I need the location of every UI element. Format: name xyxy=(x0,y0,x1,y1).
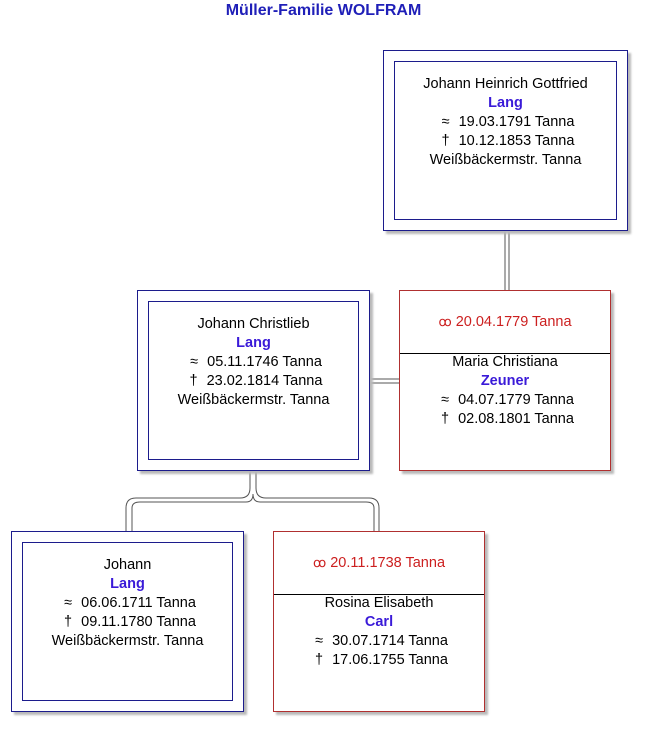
page-title: Müller-Familie WOLFRAM xyxy=(225,2,422,19)
surname: Lang xyxy=(488,95,523,111)
surname: Carl xyxy=(364,614,394,630)
death-date: 17.06.1755 Tanna xyxy=(332,652,448,668)
birth-date: 30.07.1714 Tanna xyxy=(332,633,448,649)
person-box-inner-frame xyxy=(148,301,359,460)
birth-icon: ≈ xyxy=(64,595,73,611)
death-date: 02.08.1801 Tanna xyxy=(458,411,574,427)
death-line: † 23.02.1814 Tanna xyxy=(138,372,369,391)
death-cross-icon: † xyxy=(441,133,450,149)
given-name: Maria Christiana xyxy=(452,354,558,370)
birth-line: ≈ 30.07.1714 Tanna xyxy=(274,632,484,651)
birth-line: ≈ 05.11.1746 Tanna xyxy=(138,353,369,372)
marriage-date: 20.11.1738 Tanna xyxy=(330,555,446,571)
birth-date: 04.07.1779 Tanna xyxy=(458,392,574,408)
spouse-box-rosina-elisabeth[interactable]: ꝏ 20.11.1738 Tanna Rosina Elisabeth Carl… xyxy=(273,531,485,712)
death-cross-icon: † xyxy=(441,411,450,427)
marriage-date: 20.04.1779 Tanna xyxy=(455,314,572,330)
spouse-box-maria-christiana[interactable]: ꝏ 20.04.1779 Tanna Maria Christiana Zeun… xyxy=(399,290,611,471)
person-box-johann[interactable]: Johann Lang ≈ 06.06.1711 Tanna † 09.11.1… xyxy=(11,531,244,712)
given-name: Johann Christlieb xyxy=(197,316,310,332)
given-name: Johann xyxy=(103,557,152,573)
marriage-line: ꝏ 20.04.1779 Tanna xyxy=(400,291,610,354)
person-box-johann-heinrich-gottfried[interactable]: Johann Heinrich Gottfried Lang ≈ 19.03.1… xyxy=(383,50,628,231)
given-name: Johann Heinrich Gottfried xyxy=(423,76,588,92)
death-date: 23.02.1814 Tanna xyxy=(206,373,323,389)
person-box-inner-frame xyxy=(394,61,617,220)
given-name: Rosina Elisabeth xyxy=(324,595,434,611)
birth-icon: ≈ xyxy=(441,392,450,408)
birth-icon: ≈ xyxy=(315,633,324,649)
birth-date: 19.03.1791 Tanna xyxy=(458,114,575,130)
birth-line: ≈ 06.06.1711 Tanna xyxy=(12,594,243,613)
birth-date: 05.11.1746 Tanna xyxy=(207,354,322,370)
wedding-rings-icon: ꝏ xyxy=(438,314,451,329)
birth-icon: ≈ xyxy=(190,354,199,370)
death-date: 10.12.1853 Tanna xyxy=(458,133,575,149)
death-line: † 09.11.1780 Tanna xyxy=(12,613,243,632)
death-cross-icon: † xyxy=(315,652,324,668)
birth-line: ≈ 19.03.1791 Tanna xyxy=(384,113,627,132)
wedding-rings-icon: ꝏ xyxy=(312,555,326,570)
death-line: † 17.06.1755 Tanna xyxy=(274,651,484,670)
death-cross-icon: † xyxy=(189,373,198,389)
birth-date: 06.06.1711 Tanna xyxy=(81,595,196,611)
occupation: Weißbäckermstr. Tanna xyxy=(429,152,582,168)
death-cross-icon: † xyxy=(64,614,73,630)
marriage-line: ꝏ 20.11.1738 Tanna xyxy=(274,532,484,595)
death-date: 09.11.1780 Tanna xyxy=(81,614,196,630)
occupation: Weißbäckermstr. Tanna xyxy=(177,392,330,408)
person-box-johann-christlieb[interactable]: Johann Christlieb Lang ≈ 05.11.1746 Tann… xyxy=(137,290,370,471)
surname: Lang xyxy=(236,335,271,351)
death-line: † 02.08.1801 Tanna xyxy=(400,410,610,429)
person-box-inner-frame xyxy=(22,542,233,701)
surname: Zeuner xyxy=(480,373,530,389)
surname: Lang xyxy=(110,576,145,592)
occupation: Weißbäckermstr. Tanna xyxy=(51,633,204,649)
death-line: † 10.12.1853 Tanna xyxy=(384,132,627,151)
birth-line: ≈ 04.07.1779 Tanna xyxy=(400,391,610,410)
birth-icon: ≈ xyxy=(441,114,450,130)
